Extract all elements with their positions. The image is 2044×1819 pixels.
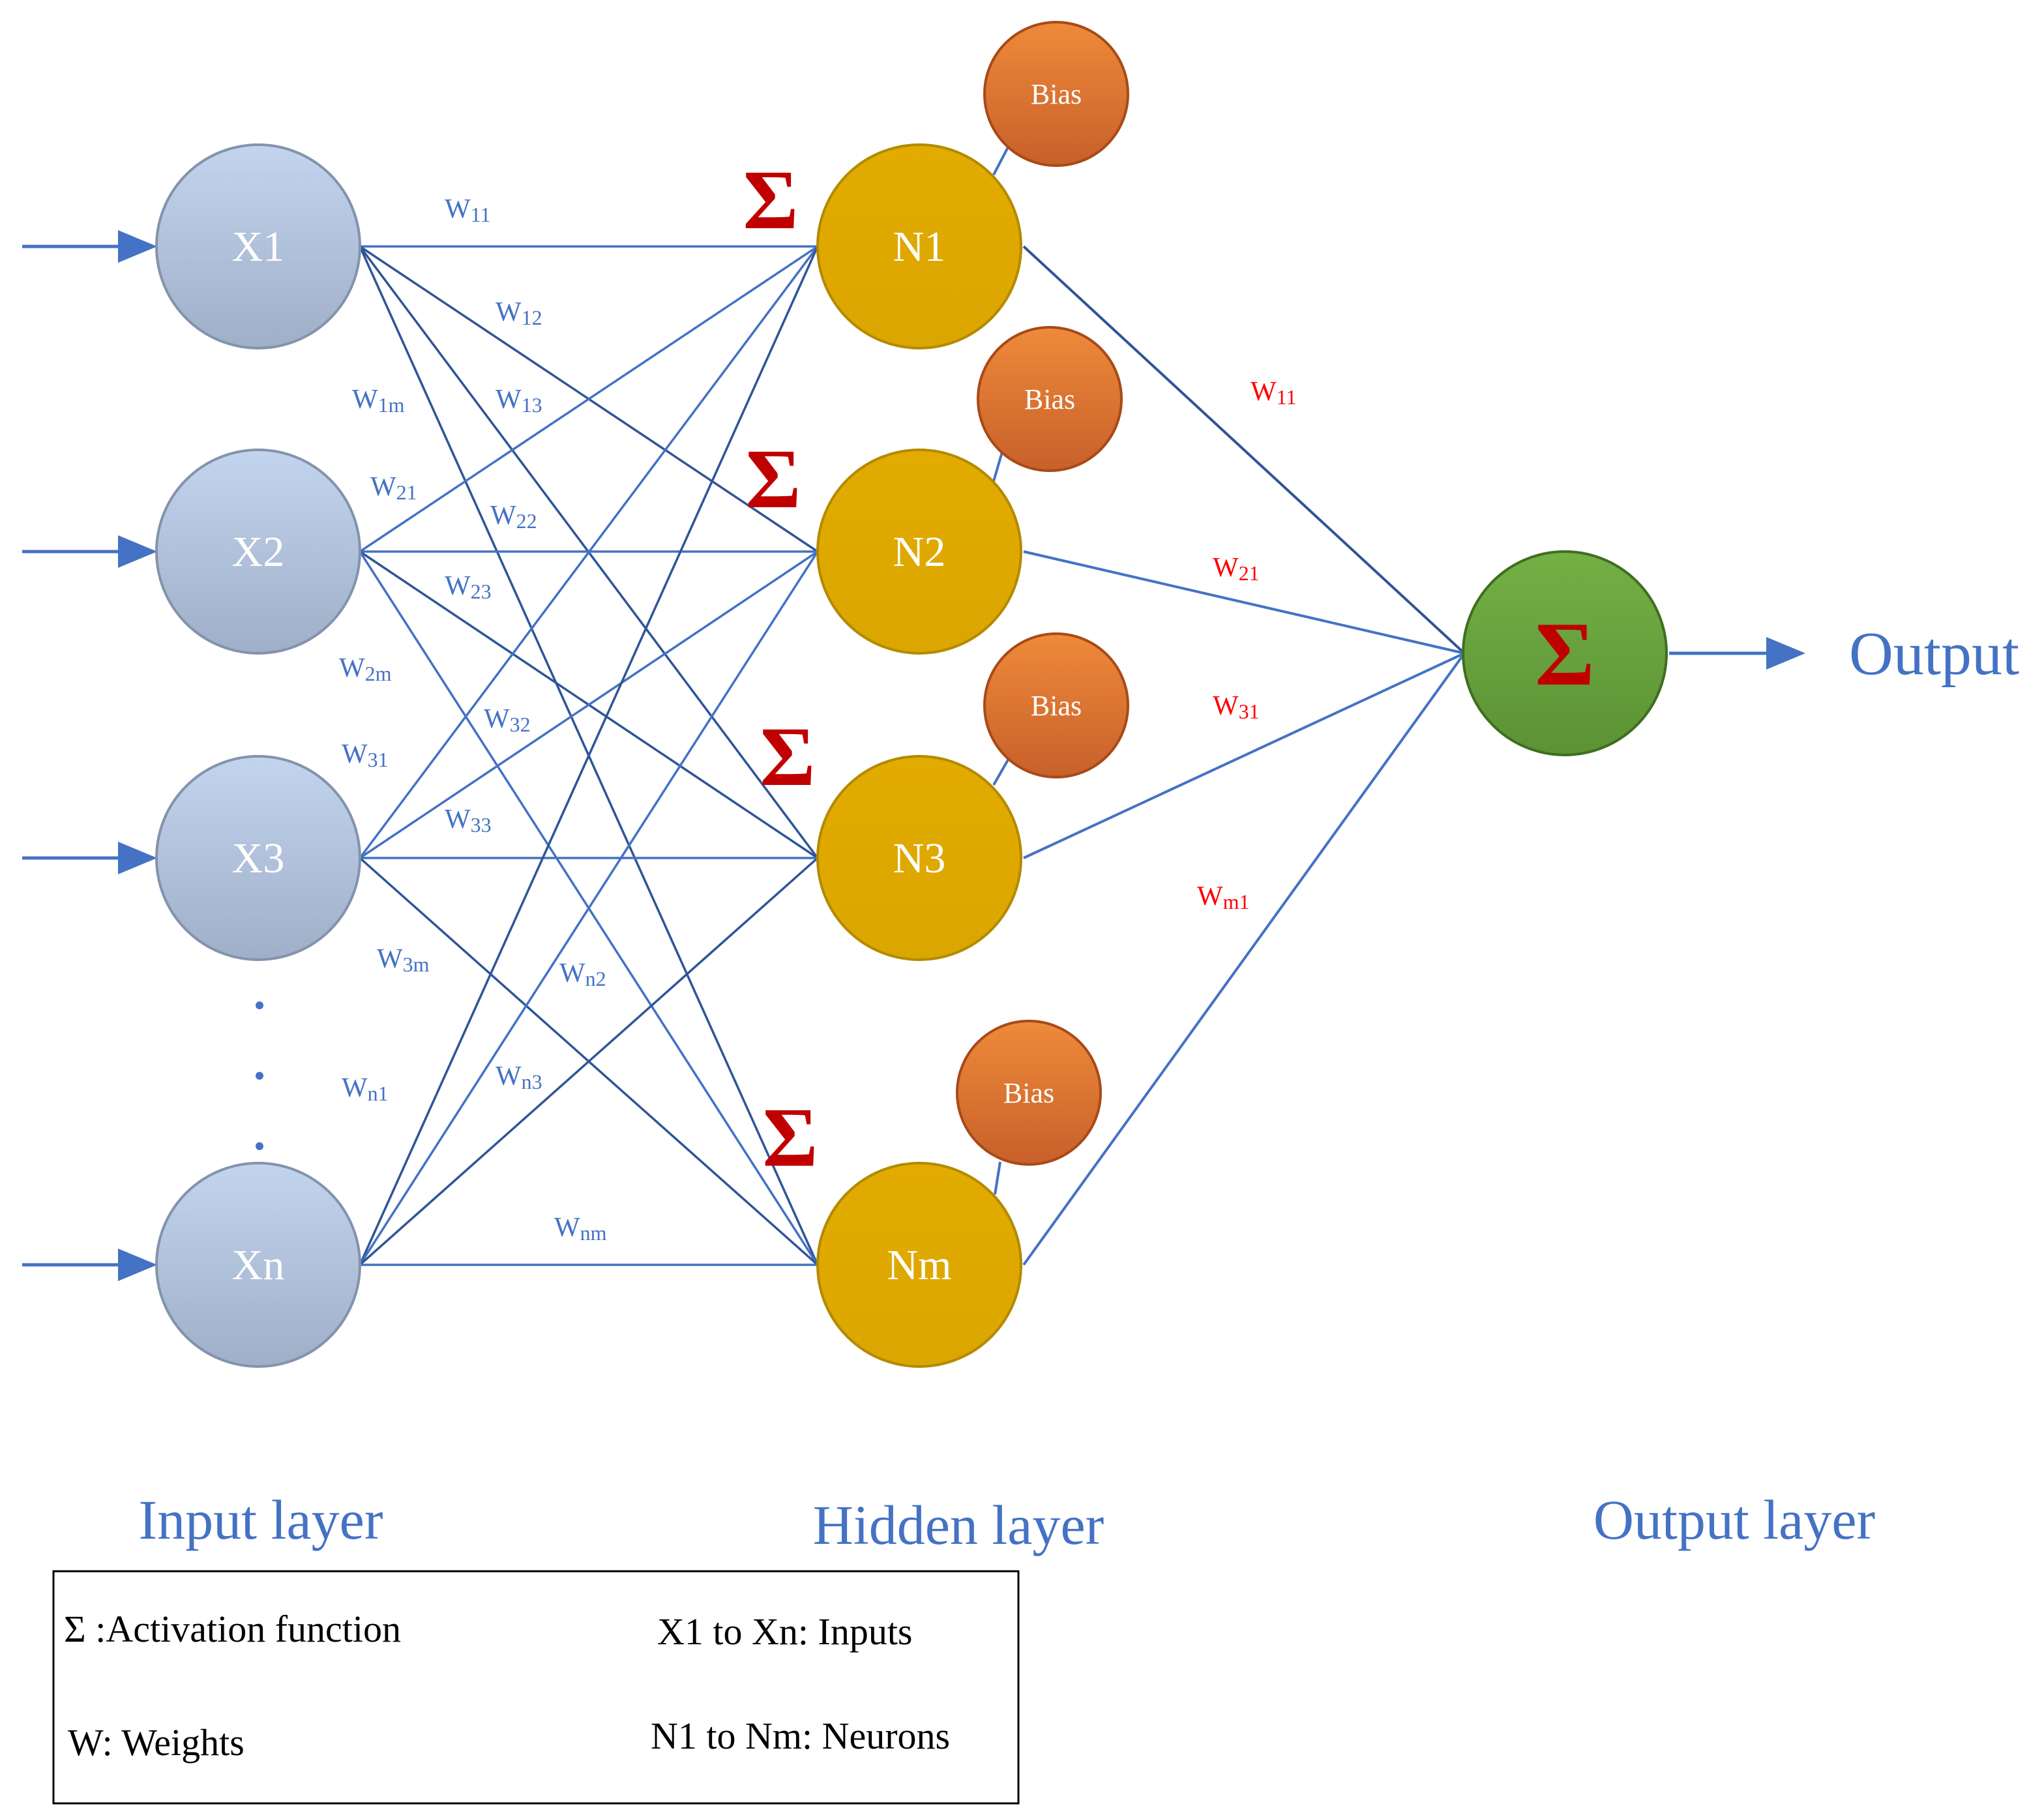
input-layer-label: Input layer <box>139 1488 383 1551</box>
sigma-nm: Σ <box>763 1091 818 1185</box>
weight-label: Wn2 <box>559 958 606 990</box>
hidden-node-n1 <box>816 143 1022 349</box>
legend: Σ :Activation function X1 to Xn: Inputs … <box>52 1570 1020 1805</box>
hidden-label-n3: N3 <box>893 835 946 882</box>
edge-xn-n1 <box>359 246 819 1265</box>
output-weight-label: W21 <box>1213 553 1260 585</box>
hidden-layer-label: Hidden layer <box>813 1494 1104 1556</box>
hidden-sigmas: Σ Σ Σ Σ <box>743 153 818 1185</box>
weight-label: Wn1 <box>342 1073 389 1105</box>
hidden-label-nm: Nm <box>887 1241 952 1289</box>
edge-n3-out <box>1023 652 1465 859</box>
legend-inputs: X1 to Xn: Inputs <box>657 1610 913 1653</box>
weight-label: W11 <box>445 194 490 226</box>
hidden-node-n3 <box>816 755 1022 961</box>
bias-connectors <box>992 144 1011 1195</box>
ellipsis-dot <box>256 1142 263 1150</box>
weight-label: W1m <box>352 385 405 417</box>
weight-label: W23 <box>445 571 492 603</box>
legend-weights: W: Weights <box>68 1721 244 1764</box>
input-node-x2 <box>155 449 361 655</box>
bias-link-1 <box>992 144 1011 175</box>
hidden-output-connections <box>1022 245 1466 1266</box>
edge-x3-n2 <box>359 550 818 859</box>
bias-label-1: Bias <box>1031 78 1082 110</box>
hidden-label-n1: N1 <box>893 223 946 271</box>
bias-node-m <box>956 1020 1102 1166</box>
input-hidden-connections <box>359 245 819 1266</box>
weight-label: W32 <box>484 704 531 736</box>
input-label-xn: Xn <box>232 1241 285 1289</box>
bias-link-3 <box>992 757 1011 786</box>
output-weight-label: W31 <box>1213 691 1260 723</box>
output-weight-label: Wm1 <box>1197 881 1250 913</box>
output-layer-label: Output layer <box>1593 1488 1875 1551</box>
edge-n1-out <box>1022 245 1466 655</box>
bias-label-3: Bias <box>1031 690 1082 722</box>
ellipsis-dot <box>256 1072 263 1080</box>
input-weight-labels: W11 W12 W13 W1m W21 W22 W23 W2m W32 W31 … <box>339 194 607 1245</box>
input-label-x1: X1 <box>232 223 285 271</box>
weight-label: W13 <box>496 385 542 417</box>
weight-label: W3m <box>377 944 430 976</box>
input-node-x3 <box>155 755 361 961</box>
sigma-n2: Σ <box>746 432 801 526</box>
bias-node-1 <box>983 21 1129 167</box>
input-node-xn <box>155 1162 361 1368</box>
hidden-node-nm <box>816 1162 1022 1368</box>
input-nodes: X1 X2 X3 Xn <box>155 143 361 1368</box>
edge-xn-n3 <box>359 857 819 1266</box>
input-arrows <box>22 230 157 1281</box>
hidden-label-n2: N2 <box>893 528 946 576</box>
output-sigma: Σ <box>1535 604 1595 705</box>
output-text: Output <box>1849 620 2019 688</box>
weight-label: W21 <box>370 472 417 504</box>
hidden-nodes: N1 N2 N3 Nm <box>816 143 1022 1368</box>
bias-nodes: Bias Bias Bias Bias <box>956 21 1129 1166</box>
weight-label: W31 <box>342 739 389 771</box>
weight-label: W22 <box>490 501 537 533</box>
output-weight-label: W11 <box>1251 377 1296 409</box>
input-label-x2: X2 <box>232 528 285 576</box>
sigma-n1: Σ <box>743 153 799 247</box>
edge-x2-n1 <box>359 245 818 553</box>
weight-label: W2m <box>339 653 392 685</box>
ellipsis-dot <box>256 1001 263 1009</box>
weight-label: Wn3 <box>496 1061 542 1093</box>
sigma-n3: Σ <box>760 710 816 804</box>
legend-activation: Σ :Activation function <box>64 1608 401 1650</box>
legend-box <box>52 1570 1020 1805</box>
weight-label: W33 <box>445 805 492 836</box>
weight-label: W12 <box>496 297 542 329</box>
bias-link-2 <box>992 449 1004 482</box>
weight-label: Wnm <box>554 1213 607 1245</box>
edge-nm-out <box>1022 652 1466 1266</box>
ellipsis-dots <box>256 1001 263 1150</box>
edge-n2-out <box>1023 550 1465 655</box>
input-label-x3: X3 <box>232 835 285 882</box>
bias-label-m: Bias <box>1003 1077 1054 1109</box>
legend-neurons: N1 to Nm: Neurons <box>651 1715 950 1757</box>
bias-label-2: Bias <box>1024 383 1075 415</box>
edge-xn-n2 <box>359 551 819 1265</box>
edge-x3-n1 <box>359 245 819 859</box>
bias-link-m <box>994 1161 1001 1195</box>
bias-node-2 <box>977 326 1123 472</box>
input-node-x1 <box>155 143 361 349</box>
hidden-node-n2 <box>816 449 1022 655</box>
output-node <box>1462 550 1668 756</box>
output-weight-labels: W11 W21 W31 Wm1 <box>1197 377 1296 913</box>
bias-node-3 <box>983 632 1129 778</box>
